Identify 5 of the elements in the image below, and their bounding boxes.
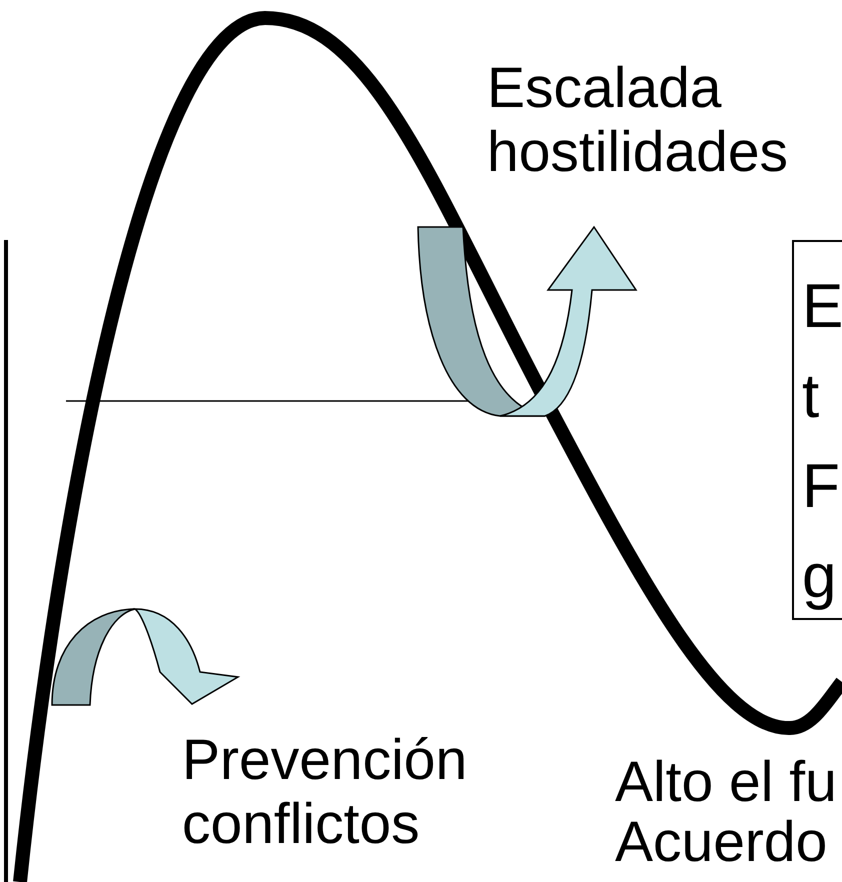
stage-label: Prevención conflictos — [182, 728, 468, 856]
text-box — [792, 240, 842, 620]
box-text: E t F g — [801, 271, 842, 613]
stage-label: Escalada hostilidades — [487, 56, 790, 184]
stage-label: Alto el fu Acuerdo — [615, 752, 838, 872]
